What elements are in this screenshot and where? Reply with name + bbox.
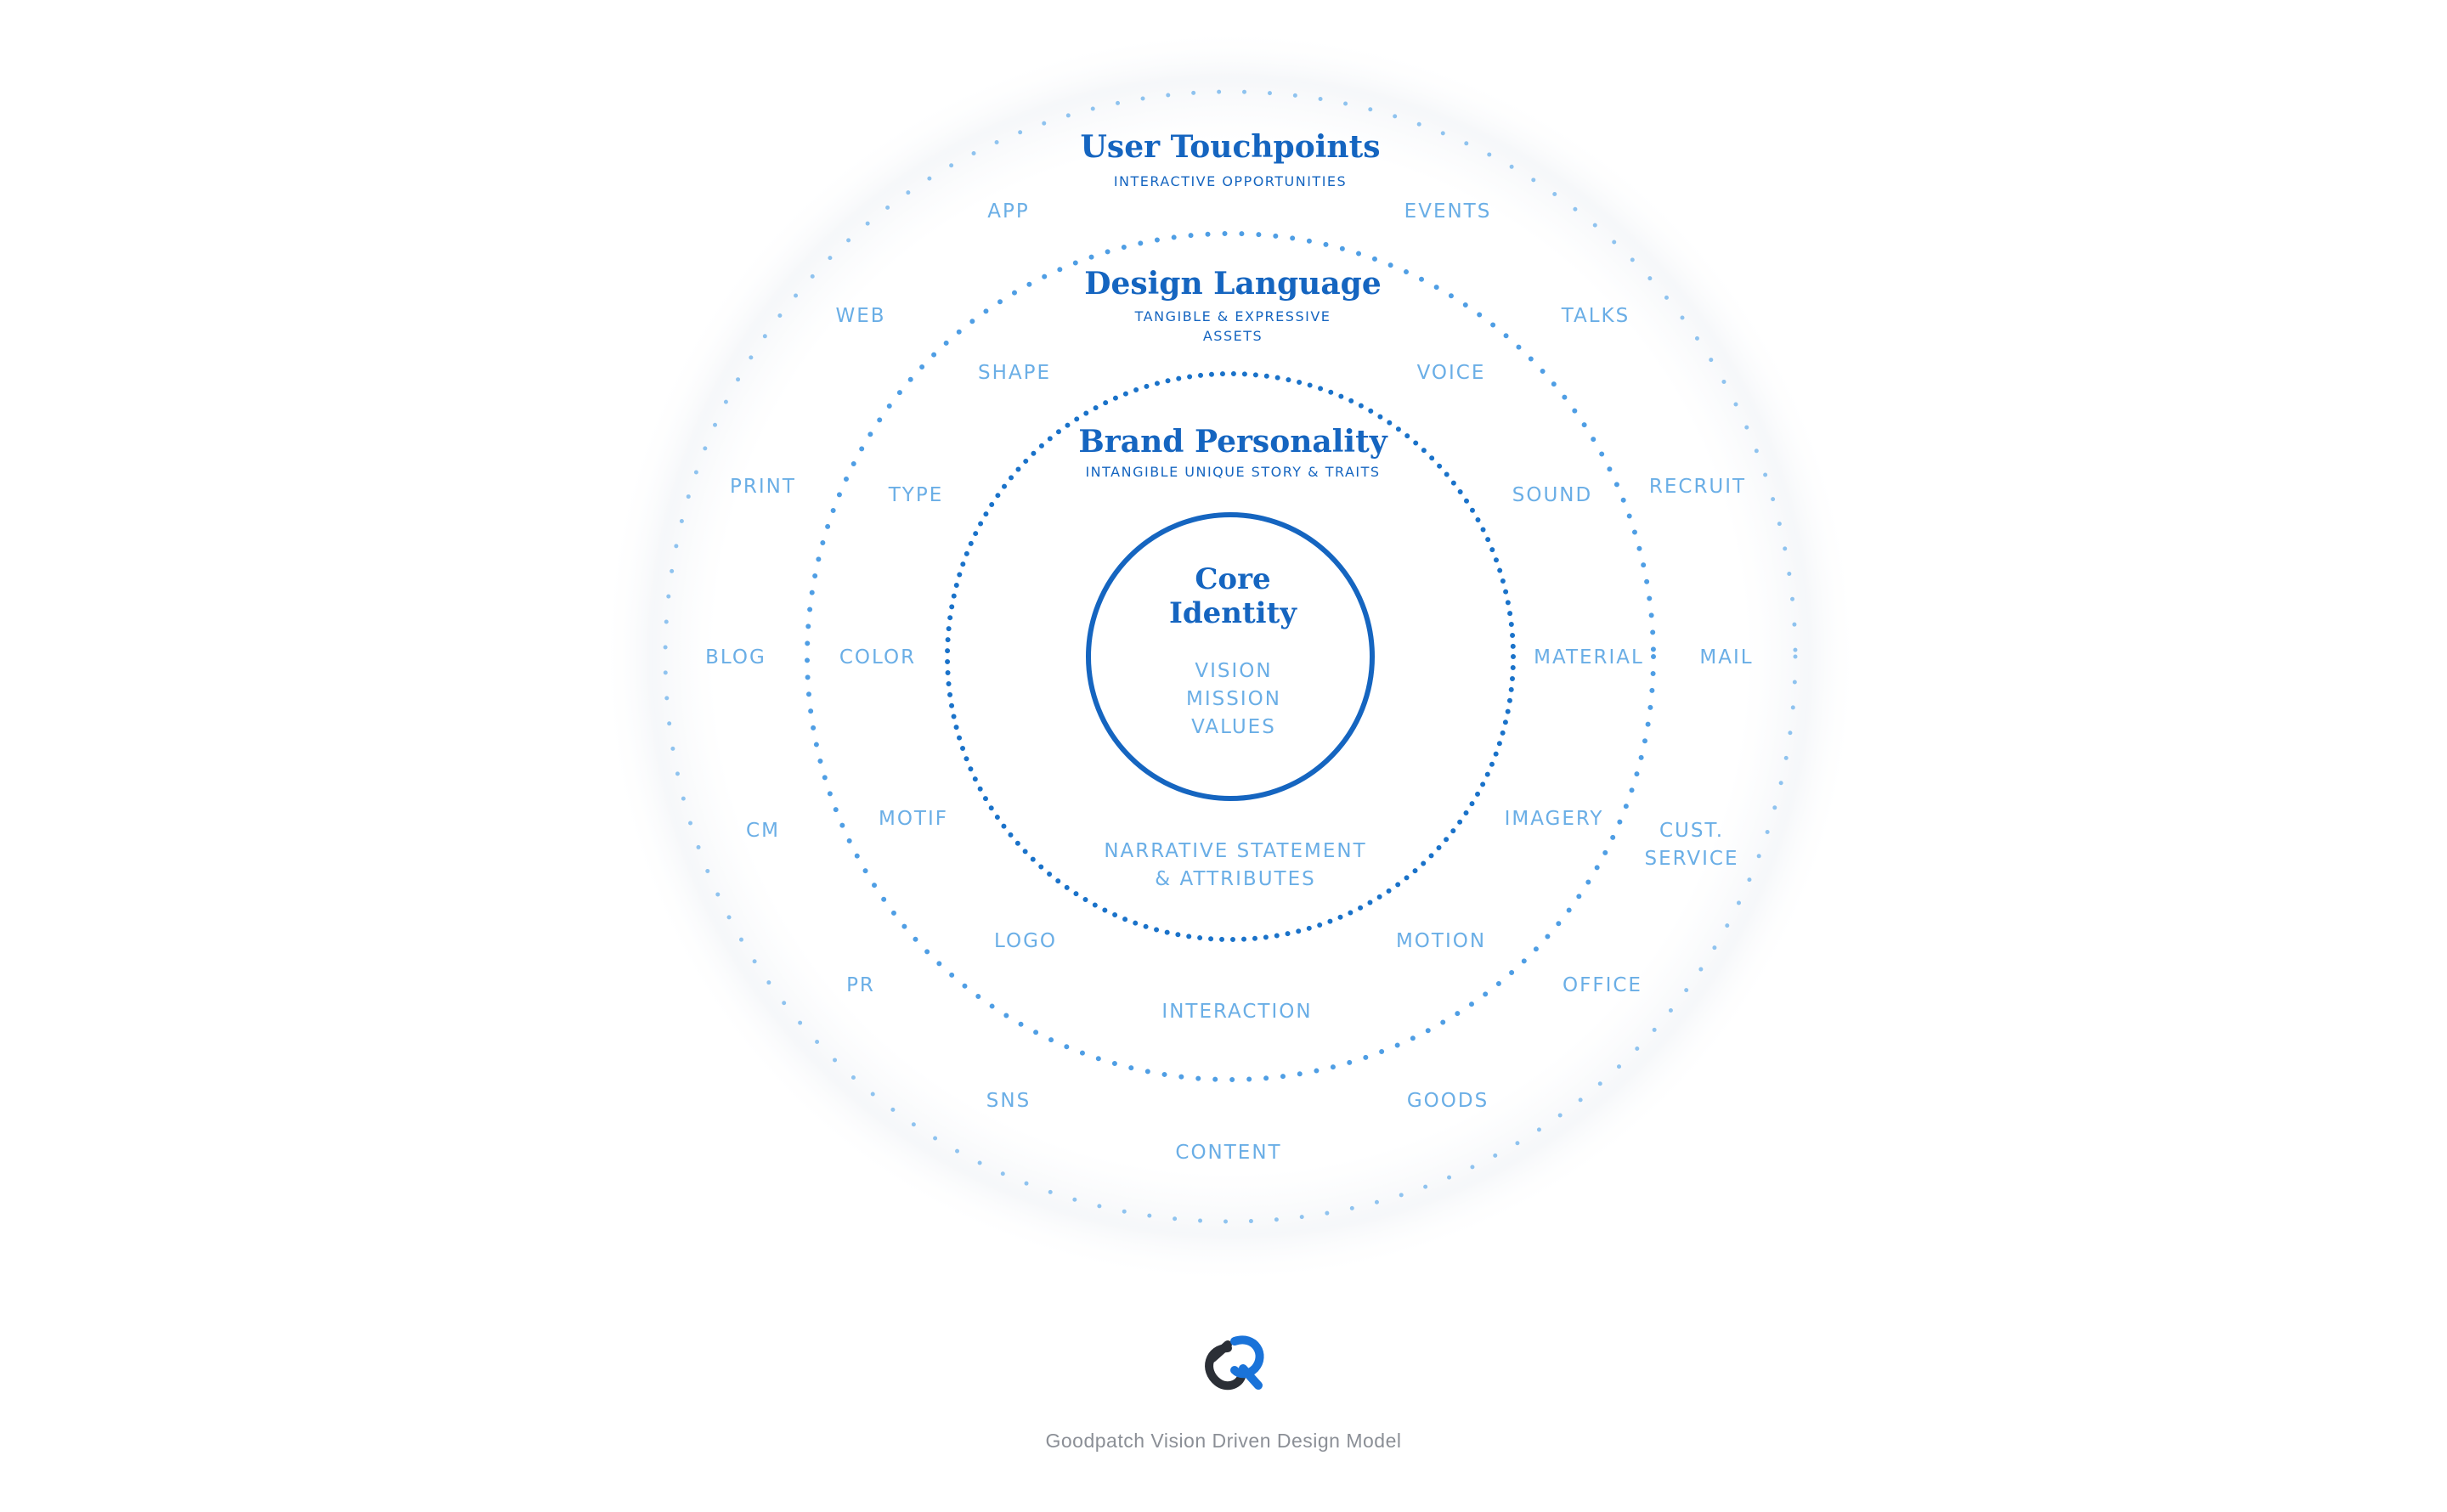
brand-personality-title: Brand Personality	[1078, 424, 1387, 460]
touchpoint-cm: CM	[746, 820, 780, 842]
core-mission: MISSION	[1186, 688, 1281, 710]
design-language-title: Design Language	[1084, 266, 1382, 302]
core-vision: VISION	[1195, 660, 1272, 682]
design-shape: SHAPE	[978, 362, 1051, 384]
ring-user-touchpoints	[663, 89, 1798, 1224]
core-identity-title-line2: Identity	[1169, 596, 1297, 630]
touchpoint-pr: PR	[846, 974, 875, 996]
touchpoint-app: APP	[987, 200, 1029, 223]
ring-brand-personality	[945, 371, 1516, 942]
outer-halo	[602, 28, 1859, 1285]
touchpoint-cust: CUST.	[1659, 820, 1724, 842]
design-imagery: IMAGERY	[1505, 808, 1604, 830]
brand-personality-subtitle: INTANGIBLE UNIQUE STORY & TRAITS	[1085, 464, 1380, 480]
touchpoint-blog: BLOG	[705, 646, 766, 669]
touchpoint-service: SERVICE	[1645, 848, 1739, 870]
design-interaction: INTERACTION	[1161, 1001, 1312, 1023]
design-motif: MOTIF	[879, 808, 948, 830]
design-language-subtitle-line2: ASSETS	[1203, 328, 1263, 344]
touchpoint-web: WEB	[835, 305, 885, 327]
touchpoints-title: User Touchpoints	[1081, 129, 1381, 165]
touchpoint-goods: GOODS	[1407, 1090, 1489, 1112]
touchpoint-recruit: RECRUIT	[1649, 476, 1746, 498]
touchpoint-mail: MAIL	[1699, 646, 1753, 669]
design-language-subtitle-line1: TANGIBLE & EXPRESSIVE	[1134, 308, 1331, 324]
touchpoint-events: EVENTS	[1404, 200, 1492, 223]
goodpatch-logo-icon	[1205, 1335, 1264, 1391]
diagram-caption: Goodpatch Vision Driven Design Model	[1045, 1430, 1402, 1452]
touchpoint-content: CONTENT	[1175, 1142, 1281, 1164]
design-type: TYPE	[888, 484, 944, 506]
brand-statement-line2: & ATTRIBUTES	[1155, 868, 1315, 890]
design-voice: VOICE	[1417, 362, 1486, 384]
touchpoint-office: OFFICE	[1563, 974, 1642, 996]
design-logo: LOGO	[994, 930, 1057, 952]
core-identity-title-line1: Core	[1195, 562, 1270, 596]
touchpoint-print: PRINT	[730, 476, 796, 498]
ring-design-language	[805, 231, 1656, 1082]
ring-core-identity	[1086, 512, 1375, 801]
touchpoint-talks: TALKS	[1561, 305, 1630, 327]
design-sound: SOUND	[1512, 484, 1592, 506]
touchpoint-sns: SNS	[986, 1090, 1031, 1112]
design-color: COLOR	[839, 646, 916, 669]
design-material: MATERIAL	[1534, 646, 1644, 669]
design-motion: MOTION	[1396, 930, 1486, 952]
brand-statement-line1: NARRATIVE STATEMENT	[1104, 840, 1366, 862]
touchpoints-subtitle: INTERACTIVE OPPORTUNITIES	[1114, 173, 1347, 189]
core-values: VALUES	[1191, 716, 1276, 738]
